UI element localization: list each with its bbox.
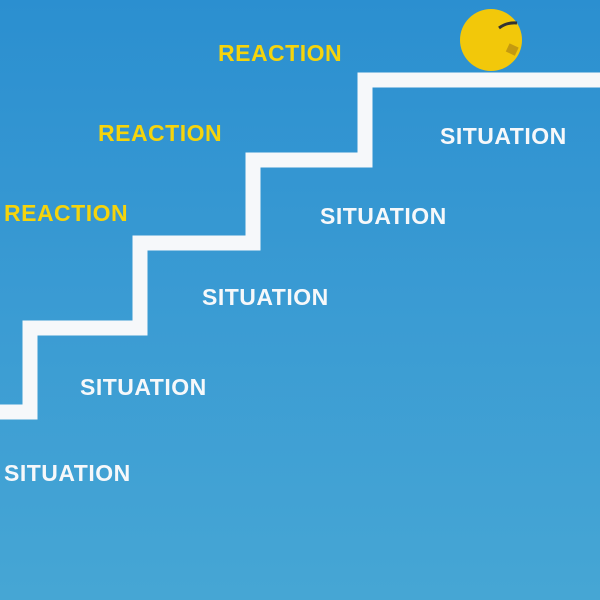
reaction-label-left: REACTION	[4, 200, 129, 226]
situation-label-3: SITUATION	[202, 284, 329, 310]
situation-label-1: SITUATION	[440, 123, 567, 149]
situation-label-2: SITUATION	[320, 203, 447, 229]
situation-label-5: SITUATION	[4, 460, 131, 486]
reaction-label-middle: REACTION	[98, 120, 223, 146]
reaction-label-top: REACTION	[218, 40, 343, 66]
situation-label-4: SITUATION	[80, 374, 207, 400]
ball-icon	[460, 9, 522, 71]
staircase-line	[0, 72, 600, 420]
